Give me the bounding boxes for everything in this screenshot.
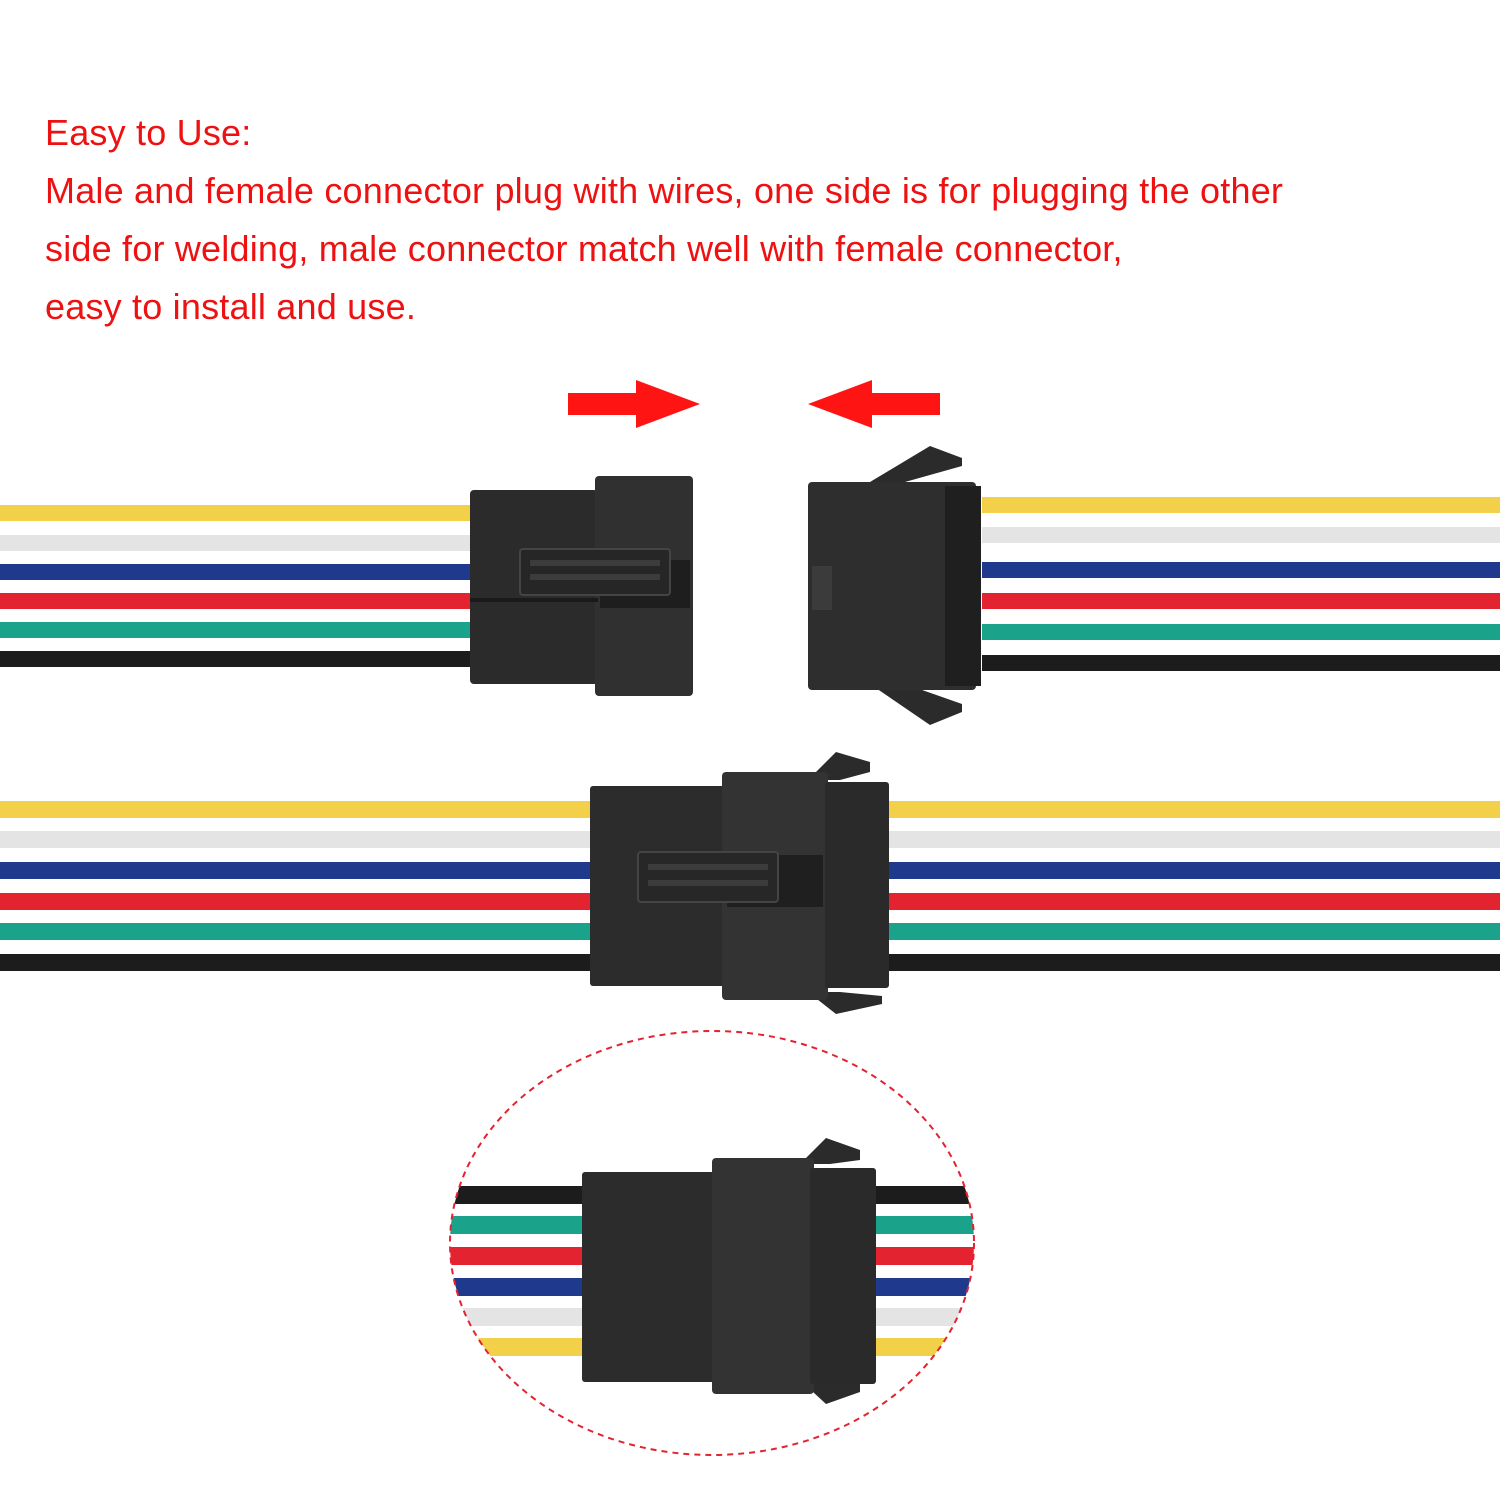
female-connector <box>808 446 981 725</box>
arrow-left-icon <box>808 380 940 428</box>
male-connector <box>470 476 693 696</box>
female-connector-wires <box>982 497 1500 671</box>
mated-connector <box>590 752 889 1014</box>
caption-line-2: side for welding, male connector match w… <box>45 228 1123 269</box>
male-connector-wires <box>0 505 470 667</box>
caption-heading: Easy to Use: <box>45 112 252 153</box>
arrow-right-icon <box>568 380 700 428</box>
caption-block: Easy to Use: Male and female connector p… <box>45 104 1465 336</box>
caption-line-3: easy to install and use. <box>45 286 417 327</box>
caption-line-1: Male and female connector plug with wire… <box>45 170 1284 211</box>
detail-callout <box>449 1030 975 1456</box>
